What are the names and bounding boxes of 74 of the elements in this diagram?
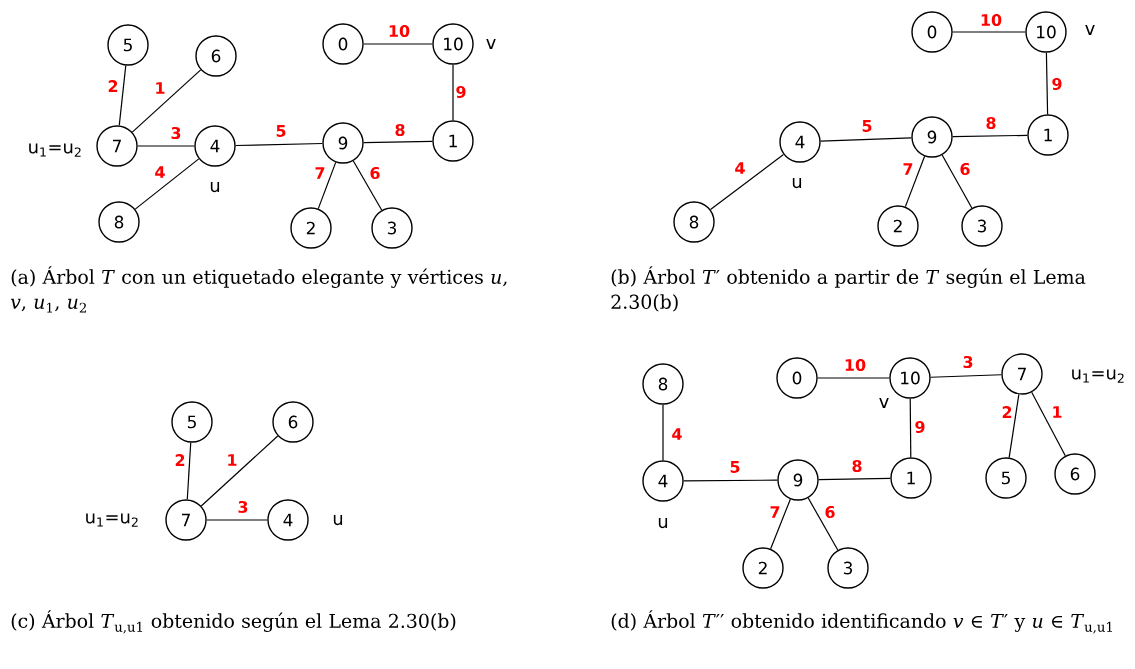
- edge-label: 4: [670, 427, 684, 441]
- edge-line: [817, 377, 890, 379]
- edge-line: [352, 160, 383, 211]
- edge-line: [930, 374, 1002, 378]
- subfigure-caption: (b) Árbol T′ obtenido a partir de T según el Lema 2.30(b): [611, 266, 1086, 312]
- subfigure-caption: (d) Árbol T′′ obtenido identificando v ∈ T′ y u ∈ T$_{u,u1}$: [611, 610, 1112, 634]
- edge-label: 2: [106, 79, 120, 93]
- edge-label: 7: [901, 162, 915, 176]
- edge-line: [683, 479, 778, 482]
- edge-label: 5: [728, 460, 742, 474]
- edge-line: [904, 155, 926, 208]
- edge-label: 6: [368, 166, 382, 180]
- edge-label: 1: [225, 453, 239, 467]
- vertex-label: v: [879, 398, 889, 408]
- edge-line: [709, 153, 785, 211]
- edge-label: 1: [1050, 405, 1064, 419]
- vertex-label: u: [658, 517, 668, 529]
- edge-line: [820, 137, 912, 142]
- edge-line: [662, 404, 664, 461]
- edge-line: [131, 69, 202, 133]
- edge-label: 4: [153, 165, 167, 179]
- edge-label: 8: [850, 458, 864, 473]
- edge-label: 5: [274, 124, 288, 138]
- edge-label: 3: [236, 499, 250, 514]
- edge-label: 3: [961, 354, 975, 369]
- edge-label: 3: [169, 125, 183, 140]
- edge-label: 7: [313, 166, 327, 180]
- edge-line: [770, 498, 791, 550]
- edge-line: [1031, 391, 1066, 457]
- edge-line: [1008, 393, 1020, 459]
- edge-label: 10: [386, 23, 412, 38]
- edge-line: [818, 477, 891, 481]
- edge-label: 9: [913, 420, 927, 434]
- edge-label: 9: [1050, 77, 1064, 91]
- edge-line: [118, 64, 127, 126]
- vertex-label: v: [1085, 25, 1095, 35]
- edge-line: [452, 64, 454, 121]
- edge-label: 4: [733, 161, 747, 175]
- edge-label: 2: [173, 453, 187, 467]
- vertex-label: u: [792, 177, 802, 189]
- subfigure-caption: (c) Árbol T$_{u,u1}$ obtenido según el Lema 2.30(b): [11, 610, 456, 634]
- edge-label: 6: [823, 505, 837, 519]
- edge-line: [952, 134, 1028, 138]
- vertex-label: v: [486, 39, 496, 49]
- edge-label: 10: [842, 357, 868, 372]
- vertex-label: u$_{1}$=u$_{2}$: [29, 143, 81, 157]
- edge-line: [1045, 52, 1049, 115]
- edge-line: [317, 161, 337, 210]
- edge-label: 8: [984, 115, 998, 130]
- edge-label: 2: [1000, 405, 1014, 419]
- vertex-label: u: [333, 514, 343, 526]
- edge-label: 6: [958, 162, 972, 176]
- edge-label: 1: [153, 81, 167, 95]
- edge-line: [941, 154, 973, 209]
- edge-line: [134, 158, 200, 210]
- edge-line: [200, 435, 279, 507]
- edge-line: [807, 497, 839, 551]
- edge-line: [909, 398, 912, 458]
- edge-line: [186, 442, 192, 500]
- edge-label: 7: [768, 505, 782, 519]
- edge-line: [235, 142, 323, 147]
- edge-label: 5: [860, 119, 874, 133]
- edge-line: [363, 43, 433, 45]
- edge-line: [137, 145, 195, 147]
- edge-label: 8: [393, 122, 407, 137]
- edge-line: [206, 519, 268, 521]
- edge-line: [363, 140, 433, 144]
- vertex-label: u$_{1}$=u$_{2}$: [86, 513, 138, 527]
- subfigure-caption: (a) Árbol T con un etiquetado elegante y vértices u, v, u$_{1}$, u$_{2}$: [10, 266, 507, 313]
- edge-label: 9: [454, 85, 468, 99]
- edge-line: [952, 31, 1026, 33]
- vertex-label: u: [210, 181, 220, 193]
- edge-label: 10: [978, 12, 1004, 27]
- vertex-label: u$_{1}$=u$_{2}$: [1072, 369, 1124, 383]
